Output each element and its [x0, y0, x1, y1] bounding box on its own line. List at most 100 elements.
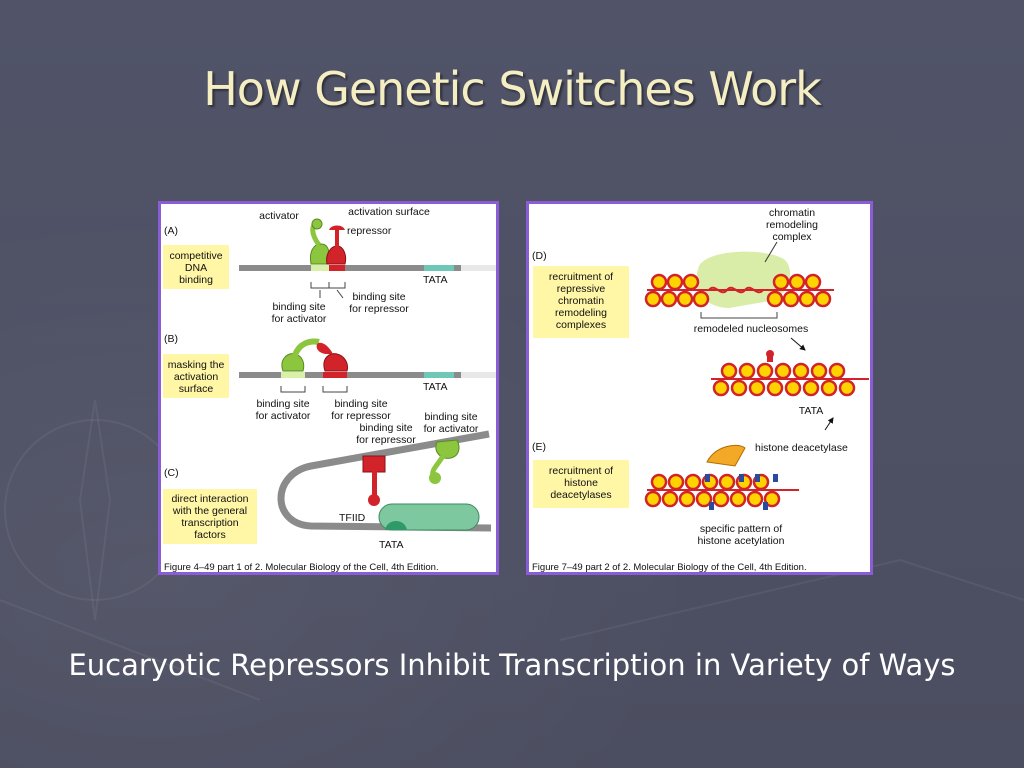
box-a-line-1: competitive [169, 250, 222, 262]
nucleosome [730, 379, 748, 397]
acetyl-mark [705, 474, 710, 482]
panel-c-letter: (C) [164, 467, 179, 479]
dna-strand-a-end [461, 265, 496, 271]
site-activator-a-1: binding site [272, 301, 325, 313]
genetic-switch-diagram: (A) competitive DNA binding activator ac… [163, 206, 496, 572]
nucleosome [650, 473, 668, 491]
nucleosome [756, 362, 774, 380]
panel-d-letter: (D) [532, 250, 547, 262]
nucleosome [748, 379, 766, 397]
nucleosome [678, 490, 696, 508]
remodeled-nucleosomes-label: remodeled nucleosomes [694, 323, 808, 335]
activator-protein-c [429, 439, 460, 484]
histone-deacetylase-shape [706, 444, 746, 467]
slide-subtitle: Eucaryotic Repressors Inhibit Transcript… [68, 648, 956, 682]
nucleosome [682, 273, 700, 291]
nucleosome [644, 290, 662, 308]
box-c-line-2: with the general [172, 505, 247, 517]
figure-7-49-panel: chromatin remodeling complex (D) recruit… [526, 201, 873, 575]
nucleosome [650, 273, 668, 291]
acetyl-mark [773, 474, 778, 482]
box-e-line-2: histone [564, 477, 598, 489]
box-d-line-4: remodeling [555, 307, 607, 319]
repressor-protein-a [326, 225, 347, 265]
box-d-line-1: recruitment of [549, 271, 613, 283]
pattern-label-2: histone acetylation [698, 535, 785, 547]
activator-protein-a [310, 218, 330, 265]
nucleosome [720, 362, 738, 380]
repressor-protein-b [316, 342, 348, 372]
nucleosome [802, 379, 820, 397]
site-activator-b-1: binding site [256, 398, 309, 410]
acetyl-mark [739, 474, 744, 482]
site-activator-c-1: binding site [424, 411, 477, 423]
tfiid-label: TFIID [339, 512, 366, 524]
site-repressor-c-1: binding site [359, 422, 412, 434]
nucleosome [828, 362, 846, 380]
nucleosome [667, 473, 685, 491]
nucleosome [746, 490, 764, 508]
repressor-site-b [323, 372, 347, 378]
activator-label: activator [259, 210, 299, 222]
complex-label-2: remodeling [766, 219, 818, 231]
activation-surface-label: activation surface [348, 206, 430, 218]
box-e-line-1: recruitment of [549, 465, 613, 477]
box-a-line-2: DNA [185, 262, 207, 274]
site-activator-a-2: for activator [272, 313, 327, 325]
nucleosome [666, 273, 684, 291]
activator-site-b [281, 372, 305, 378]
box-a-line-3: binding [179, 274, 213, 286]
repressor-label: repressor [347, 225, 392, 237]
panel-e-letter: (E) [532, 441, 546, 453]
panel-b-letter: (B) [164, 333, 178, 345]
nucleosome [763, 490, 781, 508]
site-repressor-a-2: for repressor [349, 303, 409, 315]
site-repressor-c-2: for repressor [356, 434, 416, 446]
repressor-protein-c [362, 455, 386, 506]
acetyl-mark [709, 502, 714, 510]
remodeling-complex-shape [696, 251, 790, 308]
tata-box-a [424, 265, 454, 271]
acetyl-mark [755, 474, 760, 482]
dna-strand-a [239, 265, 489, 271]
chromatin-repression-diagram: chromatin remodeling complex (D) recruit… [532, 207, 869, 572]
chromatin-fiber-e [644, 473, 799, 510]
nucleosome [798, 290, 816, 308]
nucleosome [772, 273, 790, 291]
box-c-line-3: transcription [181, 517, 238, 529]
label-box-d [533, 266, 629, 338]
label-box-e [533, 460, 629, 508]
acetyl-mark [763, 502, 768, 510]
site-brackets-a [310, 282, 346, 289]
box-d-line-3: chromatin [558, 295, 604, 307]
figure-4-49-panel: (A) competitive DNA binding activator ac… [158, 201, 499, 575]
nucleosome [660, 290, 678, 308]
nucleosome [712, 379, 730, 397]
chromatin-fiber-d [644, 273, 834, 308]
box-b-line-1: masking the [168, 359, 225, 371]
box-b-line-3: surface [179, 383, 214, 395]
nucleosome [712, 490, 730, 508]
box-d-line-5: complexes [556, 319, 606, 331]
box-d-line-2: repressive [557, 283, 606, 295]
box-c-line-4: factors [194, 529, 226, 541]
tata-label-d: TATA [799, 405, 824, 417]
box-c-line-1: direct interaction [171, 493, 248, 505]
nucleosome [788, 273, 806, 291]
nucleosome [810, 362, 828, 380]
box-e-line-3: deacetylases [550, 489, 611, 501]
tfiid-complex [378, 503, 480, 531]
nucleosome [738, 362, 756, 380]
nucleosome [792, 362, 810, 380]
nucleosome [820, 379, 838, 397]
site-repressor-b-2: for repressor [331, 410, 391, 422]
complex-label-3: complex [772, 231, 812, 243]
nucleosome [695, 490, 713, 508]
nucleosome [774, 362, 792, 380]
tata-label-a: TATA [423, 274, 448, 286]
label-box-b [163, 354, 229, 398]
panel-a-letter: (A) [164, 225, 178, 237]
nucleosome [661, 490, 679, 508]
complex-label-1: chromatin [769, 207, 815, 219]
nucleosome [782, 290, 800, 308]
